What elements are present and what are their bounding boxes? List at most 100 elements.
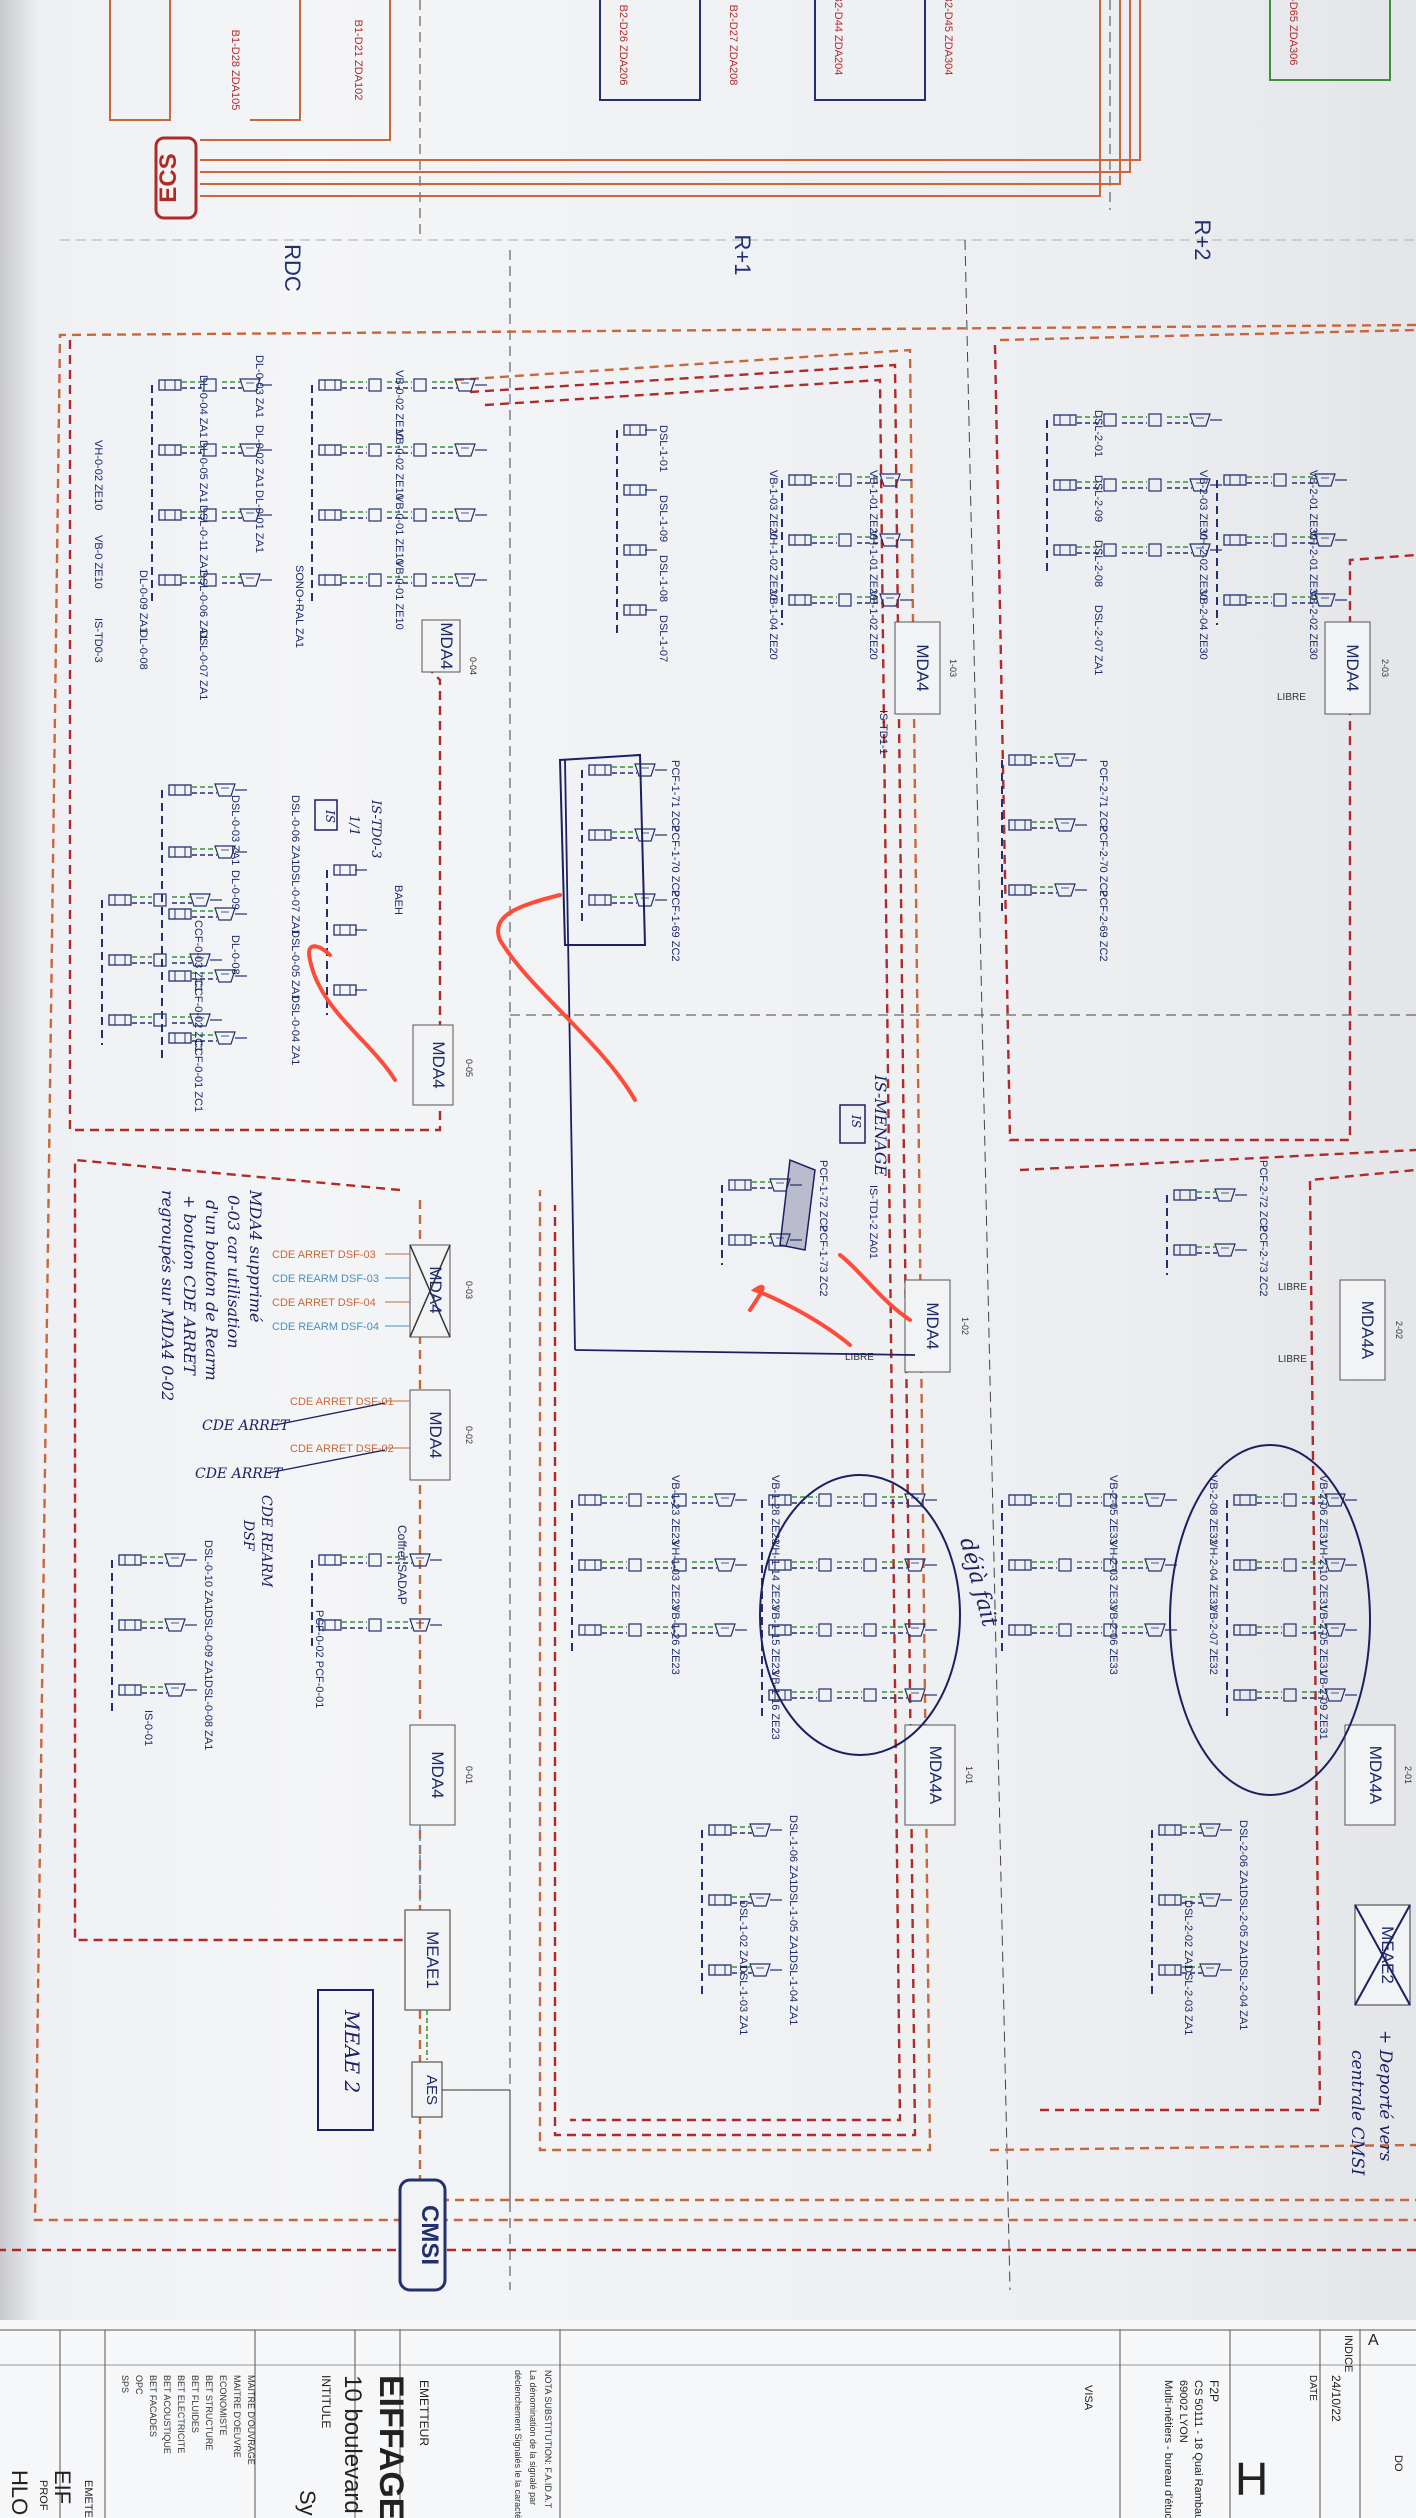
- ecs-tag: B2-D44 ZDA204: [832, 0, 844, 75]
- mdlc-module: [1008, 754, 1032, 766]
- hub-label: MDA4: [1343, 644, 1362, 691]
- libre-label: LIBRE: [845, 1352, 874, 1363]
- hub-rdc-0-03: MDA4 0-03: [409, 1244, 474, 1338]
- mdlc-module: [623, 544, 647, 556]
- device-label: DSL-1-09: [657, 495, 669, 542]
- mdlc-module: [578, 1559, 602, 1571]
- device-label: VB-1-28 ZE23: [769, 1475, 781, 1545]
- tb-code2: EIF: [50, 2470, 75, 2504]
- device-label: PCF-2-69 ZC2: [1097, 890, 1109, 962]
- detector-icon: [153, 1013, 167, 1027]
- detector-icon: [239, 573, 261, 587]
- device-label: VB-1-03 ZE20: [767, 470, 779, 540]
- detector-icon: [628, 1558, 642, 1572]
- tb-role-label: BET STRUCTURE: [204, 2375, 214, 2450]
- detector-icon: [714, 1623, 736, 1637]
- mdlc-module: [158, 379, 182, 391]
- device-label: VH-1-03 ZE23: [669, 1540, 681, 1610]
- tb-address2: CS 50111 - 18 Quai Rambaud: [1192, 2380, 1204, 2518]
- detector-icon: [749, 1963, 771, 1977]
- tb-big-h: H: [1235, 2453, 1268, 2505]
- mdlc-module: [158, 444, 182, 456]
- hub-rdc-0-02: MDA4 0-02: [409, 1389, 474, 1481]
- mdlc-module: [1223, 474, 1247, 486]
- detector-icon: [714, 1493, 736, 1507]
- device-label: VH-1-02 ZE20: [767, 530, 779, 600]
- ecs-tag: B2-D26 ZDA206: [617, 5, 629, 86]
- device-label: VH-2-03 ZE33: [1107, 1540, 1119, 1610]
- detector-icon: [1148, 478, 1162, 492]
- detector-icon: [863, 1558, 877, 1572]
- mdlc-module: [1173, 1244, 1197, 1256]
- detector-icon: [454, 573, 476, 587]
- detector-icon: [863, 1623, 877, 1637]
- detector-icon: [153, 953, 167, 967]
- device-label: BAEH: [392, 885, 404, 915]
- hub-r2-2-01: MDA4A 2-01: [1344, 1724, 1413, 1826]
- cde-label: CDE ARRET DSF-01: [290, 1396, 394, 1408]
- note-deja-fait: déjà fait: [954, 1535, 1002, 1630]
- detector-icon: [1199, 1893, 1221, 1907]
- tb-intitule: INTITULE: [319, 2375, 333, 2428]
- tb-sy: Sy: [295, 2490, 320, 2516]
- mdlc-module: [623, 484, 647, 496]
- mdlc-module: [1008, 1559, 1032, 1571]
- cde-label: CDE ARRET DSF-02: [290, 1443, 394, 1455]
- detector-icon: [164, 1683, 186, 1697]
- r2-pcf-labels: PCF-2-71 ZC2 PCF-2-70 ZC2 PCF-2-69 ZC2: [1097, 760, 1109, 962]
- tb-address2: Multi-métiers - bureau d'études: [1162, 2380, 1174, 2518]
- mdlc-module: [118, 1554, 142, 1566]
- device-label: VB-2-07 ZE32: [1207, 1605, 1219, 1675]
- detector-icon: [863, 1688, 877, 1702]
- note-line: d'un bouton de Rearm: [202, 1200, 221, 1381]
- device-label: VH-1-14 ZE23: [769, 1540, 781, 1610]
- mdlc-module: [168, 970, 192, 982]
- tb-code1: HLO: [7, 2470, 32, 2515]
- note-meae2-box: MEAE 2: [340, 2009, 364, 2093]
- hub-label: MDA4: [428, 1751, 447, 1798]
- device-label: IS-TD0-3: [92, 618, 104, 663]
- device-label: PCF-2-73 ZC2: [1257, 1225, 1269, 1297]
- device-label: DL-0-02 ZA1: [253, 425, 265, 488]
- device-label: PCF-2-70 ZC2: [1097, 825, 1109, 897]
- device-label: DSL-0-09 ZA1: [202, 1610, 214, 1680]
- detector-icon: [1283, 1623, 1297, 1637]
- detector-icon: [1103, 543, 1117, 557]
- mdlc-module: [728, 1179, 752, 1191]
- detector-icon: [1054, 753, 1076, 767]
- mdlc-module: [578, 1494, 602, 1506]
- mdlc-module: [708, 1824, 732, 1836]
- device-label: DSL-2-05 ZA1: [1237, 1890, 1249, 1960]
- ecs-tag: B2-D27 ZDA208: [727, 5, 739, 86]
- cmsi-module: CMSI: [398, 2178, 447, 2292]
- libre-label: LIBRE: [1277, 692, 1306, 703]
- detector-icon: [368, 508, 382, 522]
- detector-icon: [1148, 543, 1162, 557]
- detector-icon: [368, 1553, 382, 1567]
- libre-label: LIBRE: [1278, 1354, 1307, 1365]
- device-label: VB-2-09 ZE31: [1317, 1670, 1329, 1740]
- hub-r2-2-03: MDA4 2-03: [1324, 621, 1390, 715]
- device-label: DSL-2-07 ZA1: [1092, 605, 1104, 675]
- rdc-0-01-labels: DSL-0-10 ZA1 DSL-0-09 ZA1 DSL-0-08 ZA1 P…: [142, 1540, 325, 1750]
- tb-note: La dénomination de la signalé par: [528, 2370, 538, 2505]
- device-label: IS-TD1-1: [877, 710, 889, 755]
- device-label: PCF-1-70 ZC2: [669, 825, 681, 897]
- note-cde-arret: CDE ARRET: [195, 1466, 284, 1482]
- mdlc-module: [168, 908, 192, 920]
- detector-icon: [1189, 413, 1211, 427]
- device-label: VH-2-01 ZE30: [1307, 530, 1319, 600]
- ecs-tag: B2-D45 ZDA304: [942, 0, 954, 75]
- detector-icon: [838, 593, 852, 607]
- ecs-section: ECS B1-D28 ZDA105 B1-D21 ZDA102 B2-D26 Z…: [60, 0, 1416, 241]
- device-label: DSL-0-08 ZA1: [202, 1680, 214, 1750]
- device-label: DL-0-08: [137, 630, 149, 670]
- loop-cables: [0, 323, 1416, 2252]
- device-label: VB-2-05 ZE33: [1107, 1475, 1119, 1545]
- hub-label: MDA4: [426, 1411, 445, 1458]
- detector-icon: [818, 1623, 832, 1637]
- hub-code: 2-03: [1380, 659, 1390, 677]
- device-label: VB-1-01 ZE20: [867, 470, 879, 540]
- device-label: DL-0-09: [229, 870, 241, 910]
